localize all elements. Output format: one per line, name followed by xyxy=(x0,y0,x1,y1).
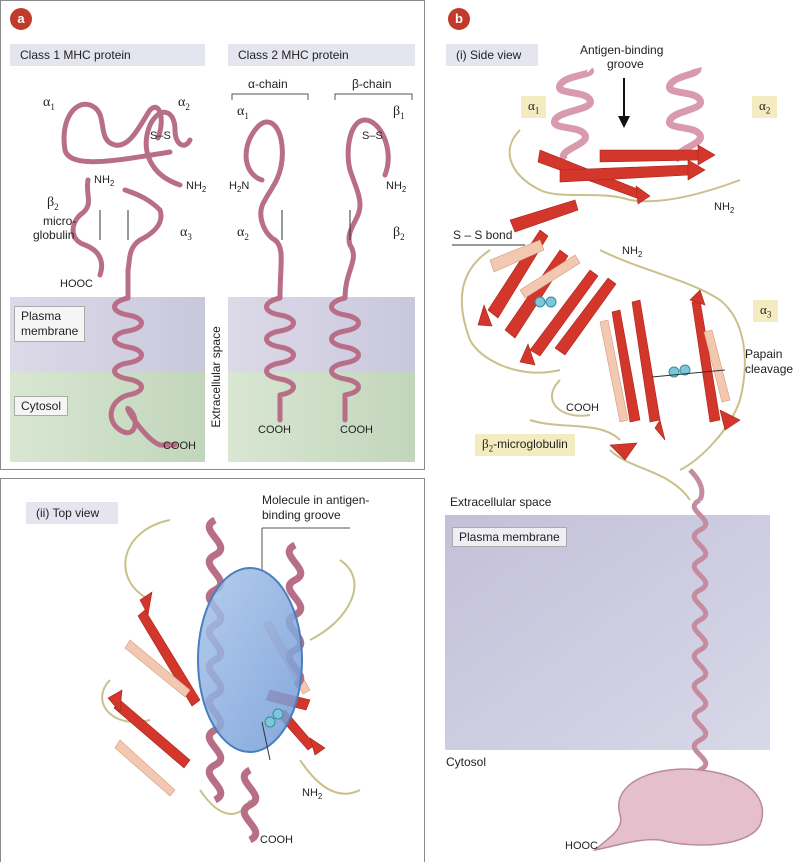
class1-nh2-b: NH2 xyxy=(186,180,207,195)
antigen-molecule xyxy=(197,567,303,753)
class2-h2n: H2N xyxy=(229,180,250,195)
class1-alpha1-label: α1 xyxy=(43,95,55,112)
membrane-band-class2 xyxy=(228,297,415,372)
panel-a-badge: a xyxy=(10,8,32,30)
alpha-chain-bracket xyxy=(231,93,309,100)
microglobulin-line1: micro- xyxy=(43,214,77,228)
class1-beta2-microglobulin xyxy=(70,177,105,278)
class1-nh2-a: NH2 xyxy=(94,174,115,189)
cytosol-label-a: Cytosol xyxy=(14,396,69,416)
class2-alpha2-label: α2 xyxy=(237,225,249,242)
alpha2-helix-b xyxy=(666,66,704,163)
class2-nh2: NH2 xyxy=(386,180,407,195)
alpha2-box-b: α2 xyxy=(752,96,778,118)
nh2-top-right: NH2 xyxy=(714,201,735,216)
class1-ss-label: S–S xyxy=(150,130,171,142)
molecule-label-line1: Molecule in antigen- xyxy=(262,493,370,507)
class1-hooc: HOOC xyxy=(60,278,93,290)
transmembrane-helix-b xyxy=(691,497,709,780)
class1-alpha3-label: α3 xyxy=(180,225,192,242)
cooh-b: COOH xyxy=(566,402,599,414)
beta2-microglobulin-box: β2-microglobulin xyxy=(475,434,575,456)
class2-alpha-chain xyxy=(243,119,296,423)
class2-beta-chain xyxy=(329,117,391,423)
class1-alpha1-domain xyxy=(61,101,173,165)
plasma-membrane-label-b: Plasma membrane xyxy=(452,527,567,547)
ss-bond-label: S – S bond xyxy=(453,228,513,242)
class2-ss-label: S–S xyxy=(362,130,383,142)
alpha-chain-label: α-chain xyxy=(248,77,288,91)
microglobulin-line2: globulin xyxy=(33,228,75,242)
class2-beta2-label: β2 xyxy=(393,225,405,242)
top-helix-bottom xyxy=(240,766,260,844)
cytosol-label-b: Cytosol xyxy=(446,755,487,769)
alpha1-helix-b xyxy=(551,67,594,163)
papain-line2: cleavage xyxy=(745,362,794,376)
groove-label-line2: groove xyxy=(607,57,644,71)
class2-alpha1-label: α1 xyxy=(237,104,249,121)
cooh-top-view: COOH xyxy=(260,834,293,846)
class1-cooh: COOH xyxy=(163,440,196,452)
nh2-middle: NH2 xyxy=(622,245,643,260)
alpha1-box-b: α1 xyxy=(521,96,547,118)
class1-alpha2-label: α2 xyxy=(178,95,190,112)
groove-label-line1: Antigen-binding xyxy=(580,43,664,57)
cytosol-band-class2 xyxy=(228,372,415,462)
side-view-title: (i) Side view xyxy=(446,44,538,66)
cytosolic-tail-blob xyxy=(592,768,764,852)
class1-title: Class 1 MHC protein xyxy=(10,44,205,66)
class1-transmembrane-helix xyxy=(108,295,178,448)
top-view-title: (ii) Top view xyxy=(26,502,118,524)
molecule-label-line2: binding groove xyxy=(262,508,341,522)
alpha3-box-b: α3 xyxy=(753,300,779,322)
nh2-top-view: NH2 xyxy=(302,787,323,802)
class2-beta1-label: β1 xyxy=(393,104,405,121)
class1-alpha3-domain xyxy=(122,187,164,301)
hooc-b: HOOC xyxy=(565,840,598,852)
papain-line1: Papain xyxy=(745,347,783,361)
class2-title: Class 2 MHC protein xyxy=(228,44,415,66)
class1-beta2-label: β2 xyxy=(47,195,59,212)
class2-cooh-beta: COOH xyxy=(340,424,373,436)
beta-chain-label: β-chain xyxy=(352,77,392,91)
beta-chain-bracket xyxy=(334,93,413,100)
panel-b-badge: b xyxy=(448,8,470,30)
extracellular-label-b: Extracellular space xyxy=(450,495,552,509)
class1-alpha2-domain xyxy=(143,110,193,188)
plasma-membrane-box-b xyxy=(445,515,770,750)
class2-cooh-alpha: COOH xyxy=(258,424,291,436)
